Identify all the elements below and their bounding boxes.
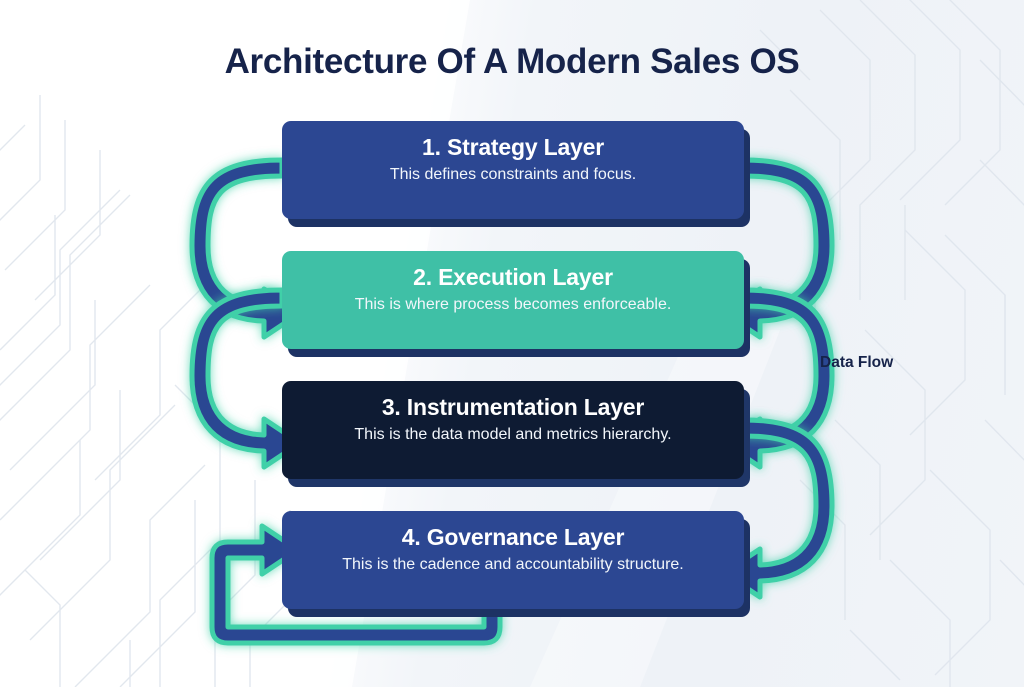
layer-description: This is the cadence and accountability s… bbox=[342, 556, 684, 574]
layer-title: 2. Execution Layer bbox=[413, 264, 613, 290]
arrow-left-1-to-2 bbox=[189, 157, 303, 340]
layer-description: This is the data model and metrics hiera… bbox=[354, 426, 672, 444]
layer-card-governance[interactable]: 4. Governance Layer This is the cadence … bbox=[282, 511, 744, 609]
layer-title: 3. Instrumentation Layer bbox=[381, 394, 645, 420]
arrow-left-2-to-3 bbox=[189, 287, 303, 470]
layer-description: This is where process becomes enforceabl… bbox=[354, 296, 672, 314]
page-title: Architecture Of A Modern Sales OS bbox=[224, 42, 800, 81]
layer-title: 4. Governance Layer bbox=[401, 524, 625, 550]
layer-card-execution[interactable]: 2. Execution Layer This is where process… bbox=[282, 251, 744, 349]
layer-card-strategy[interactable]: 1. Strategy Layer This defines constrain… bbox=[282, 121, 744, 219]
layer-card-instrumentation[interactable]: 3. Instrumentation Layer This is the dat… bbox=[282, 381, 744, 479]
layer-description: This defines constraints and focus. bbox=[389, 166, 637, 184]
data-flow-label: Data Flow bbox=[820, 354, 894, 371]
layer-title: 1. Strategy Layer bbox=[422, 134, 604, 160]
